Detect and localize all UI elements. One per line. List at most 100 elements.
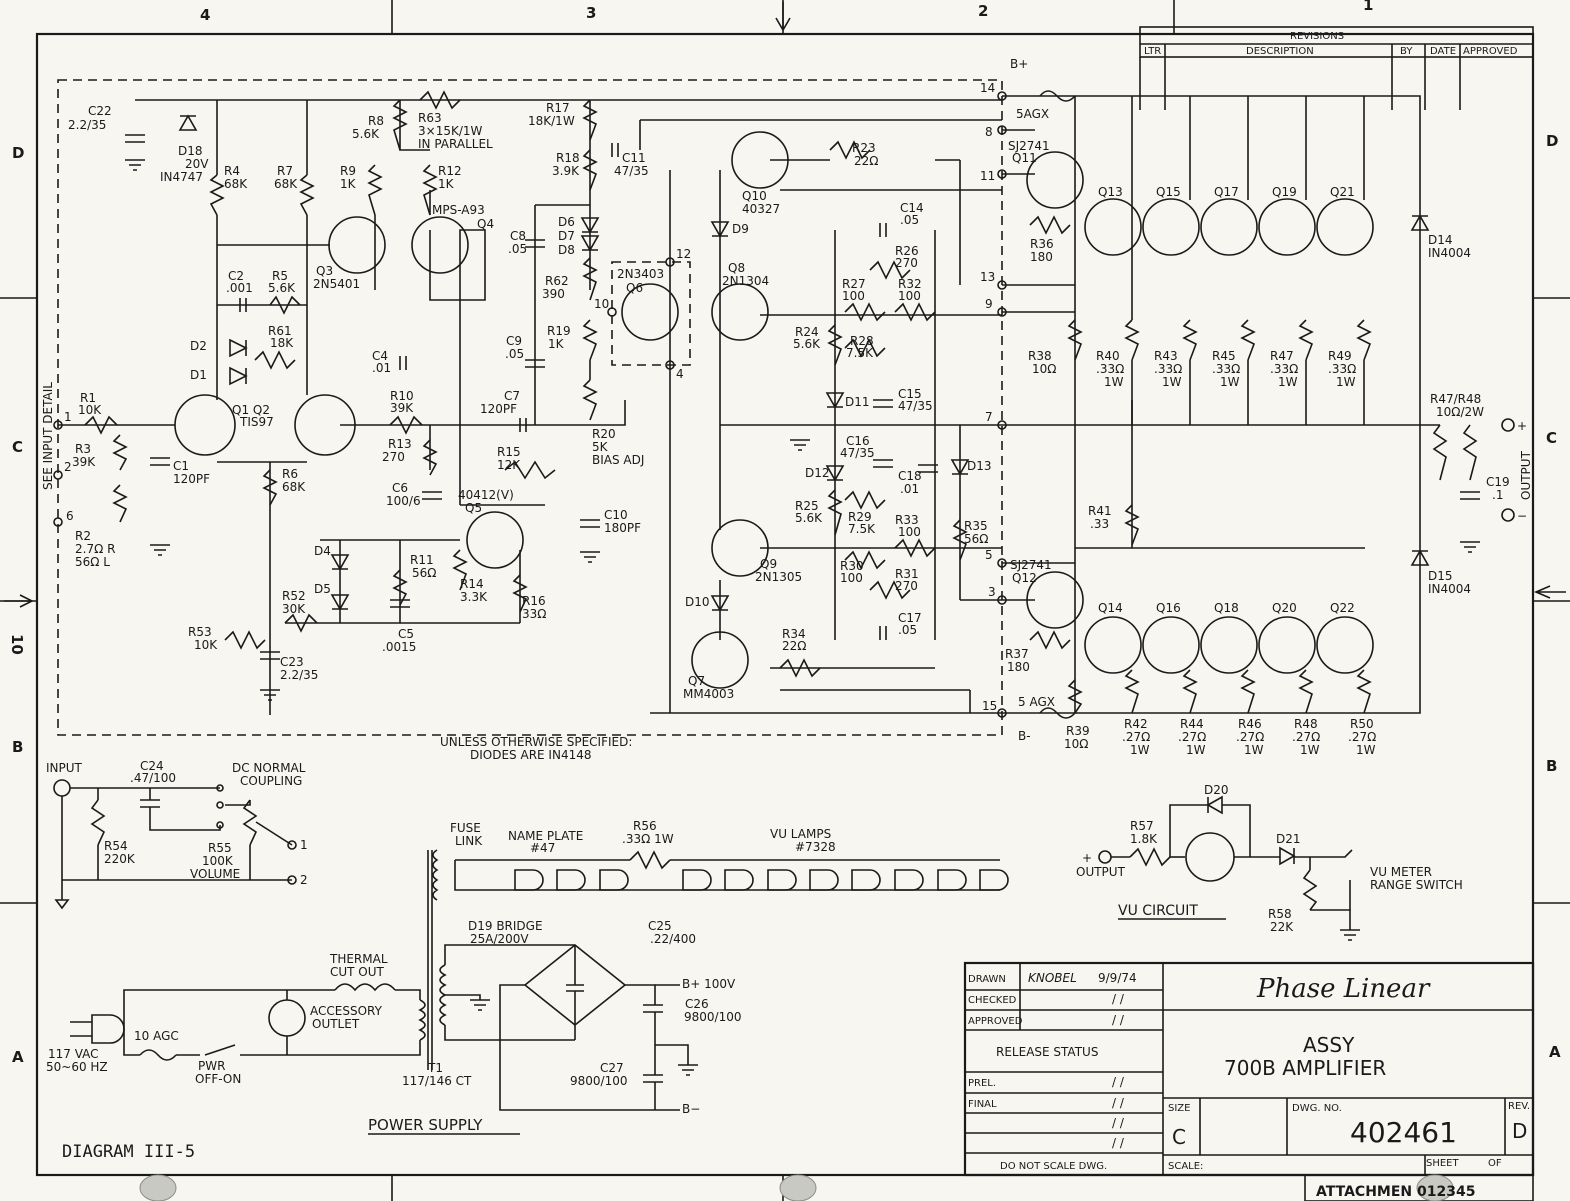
accessory-line1: ACCESSORY bbox=[310, 1004, 383, 1018]
tb-sheet-label: SHEET bbox=[1426, 1158, 1460, 1169]
r29-resistor bbox=[844, 490, 886, 510]
power-supply-title: POWER SUPPLY bbox=[368, 1116, 483, 1134]
svg-text:22Ω: 22Ω bbox=[854, 154, 878, 168]
svg-text:C19: C19 bbox=[1486, 475, 1510, 489]
r15-resistor bbox=[504, 460, 556, 480]
r6-resistor bbox=[262, 469, 278, 506]
svg-text:.0015: .0015 bbox=[382, 640, 416, 654]
svg-text:1K: 1K bbox=[340, 177, 357, 191]
tb-size-label: SIZE bbox=[1168, 1103, 1190, 1114]
q14-transistor bbox=[1084, 616, 1142, 674]
svg-text:TIS97: TIS97 bbox=[239, 415, 274, 429]
svg-text:Q21: Q21 bbox=[1330, 185, 1355, 199]
svg-text:C23: C23 bbox=[280, 655, 304, 669]
svg-text:.47/100: .47/100 bbox=[130, 771, 176, 785]
r5-resistor bbox=[269, 295, 301, 315]
tb-do-not-scale: DO NOT SCALE DWG. bbox=[1000, 1161, 1107, 1172]
vu-circuit-title: VU CIRCUIT bbox=[1118, 903, 1198, 919]
svg-text:.1: .1 bbox=[1492, 488, 1503, 502]
svg-text:20V: 20V bbox=[185, 157, 209, 171]
svg-text:C15: C15 bbox=[898, 387, 922, 401]
svg-text:C6: C6 bbox=[392, 481, 408, 495]
punch-hole-center bbox=[779, 1174, 817, 1201]
tb-title-line1: ASSY bbox=[1303, 1033, 1355, 1057]
svg-text:R26: R26 bbox=[895, 244, 919, 258]
q17-transistor bbox=[1200, 198, 1258, 256]
svg-text:D4: D4 bbox=[314, 544, 331, 558]
svg-text:R58: R58 bbox=[1268, 907, 1292, 921]
c11-capacitor bbox=[611, 143, 619, 157]
diodes bbox=[178, 114, 1430, 866]
svg-text:270: 270 bbox=[895, 256, 918, 270]
vu-range-line1: VU METER bbox=[1370, 865, 1432, 879]
svg-text:Q3: Q3 bbox=[316, 264, 333, 278]
svg-text:9800/100: 9800/100 bbox=[570, 1074, 628, 1088]
r54-resistor bbox=[90, 799, 106, 846]
svg-text:Q19: Q19 bbox=[1272, 185, 1297, 199]
c17-capacitor bbox=[879, 626, 887, 640]
svg-text:C27: C27 bbox=[600, 1061, 624, 1075]
svg-text:30K: 30K bbox=[282, 602, 306, 616]
svg-text:C2: C2 bbox=[228, 269, 244, 283]
svg-text:3: 3 bbox=[988, 585, 996, 599]
svg-text:D11: D11 bbox=[845, 395, 870, 409]
svg-text:D12: D12 bbox=[805, 466, 830, 480]
svg-text:R3: R3 bbox=[75, 442, 91, 456]
c15-capacitor bbox=[873, 399, 893, 408]
svg-text:100: 100 bbox=[840, 571, 863, 585]
svg-text:R47: R47 bbox=[1270, 349, 1294, 363]
r18-resistor bbox=[582, 149, 598, 191]
sheet-border bbox=[35, 32, 1535, 1177]
fuse-10agc bbox=[139, 1049, 177, 1061]
see-input-detail-label: SEE INPUT DETAIL bbox=[41, 382, 55, 490]
vu-plus-output: OUTPUT bbox=[1076, 865, 1126, 879]
zone-right-a: A bbox=[1549, 1043, 1561, 1061]
svg-text:Q16: Q16 bbox=[1156, 601, 1181, 615]
d10-diode bbox=[710, 595, 730, 612]
svg-text:R17: R17 bbox=[546, 101, 570, 115]
svg-text:C8: C8 bbox=[510, 229, 526, 243]
c16-capacitor bbox=[873, 459, 893, 468]
q19-transistor bbox=[1258, 198, 1316, 256]
q3-transistor bbox=[328, 216, 386, 274]
svg-text:2N3403: 2N3403 bbox=[617, 267, 664, 281]
rev-col-by: BY bbox=[1400, 46, 1413, 57]
svg-text:11: 11 bbox=[980, 169, 995, 183]
q2-transistor bbox=[294, 394, 356, 456]
side-marker: 10 bbox=[8, 634, 26, 655]
svg-text:R19: R19 bbox=[547, 324, 571, 338]
c9-capacitor bbox=[525, 359, 545, 368]
tb-final-label: FINAL bbox=[968, 1099, 997, 1110]
svg-text:R4: R4 bbox=[224, 164, 240, 178]
r63-resistor bbox=[419, 90, 461, 110]
svg-text:Q5: Q5 bbox=[465, 501, 482, 515]
r9-resistor bbox=[367, 164, 383, 216]
zone-left-a: A bbox=[12, 1048, 24, 1066]
zone-right-c: C bbox=[1546, 429, 1557, 447]
c25-capacitor bbox=[566, 984, 584, 992]
c27-capacitor bbox=[643, 1074, 663, 1083]
coupling-label-line2: COUPLING bbox=[240, 774, 302, 788]
c22-capacitor bbox=[125, 134, 145, 143]
c8-capacitor bbox=[525, 239, 545, 248]
svg-text:R33: R33 bbox=[895, 513, 919, 527]
svg-text:100: 100 bbox=[842, 289, 865, 303]
svg-text:1W: 1W bbox=[1336, 375, 1356, 389]
svg-text:R9: R9 bbox=[340, 164, 356, 178]
r27-resistor bbox=[844, 302, 886, 322]
rev-col-description: DESCRIPTION bbox=[1246, 46, 1314, 57]
svg-text:10Ω: 10Ω bbox=[1064, 737, 1088, 751]
svg-text:180: 180 bbox=[1030, 250, 1053, 264]
vu-plus-sign: + bbox=[1082, 851, 1092, 865]
svg-text:.27Ω: .27Ω bbox=[1236, 730, 1264, 744]
revisions-block: REVISIONS LTR DESCRIPTION BY DATE APPROV… bbox=[1139, 26, 1534, 110]
svg-text:Q14: Q14 bbox=[1098, 601, 1123, 615]
name-plate-line2: #47 bbox=[530, 841, 555, 855]
svg-text:7.5K: 7.5K bbox=[846, 346, 874, 360]
svg-text:R10: R10 bbox=[390, 389, 414, 403]
r16-resistor bbox=[512, 574, 528, 613]
svg-text:10K: 10K bbox=[78, 403, 102, 417]
svg-text:.001: .001 bbox=[226, 281, 253, 295]
